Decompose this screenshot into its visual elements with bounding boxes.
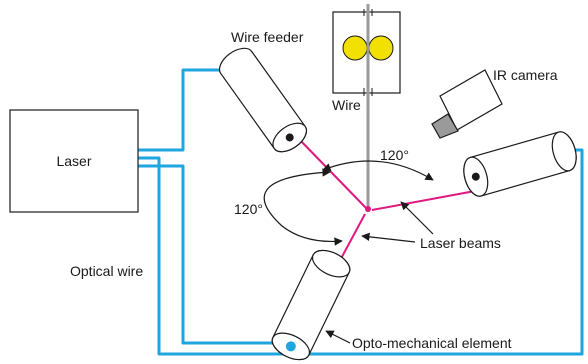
opto-head-right [463,131,577,197]
opto-head-top [218,47,308,153]
ir-camera-label: IR camera [493,67,558,83]
angle-arc-left [263,168,343,246]
fiber-to-right-head [138,148,584,356]
opto-mechanical-element-label: Opto-mechanical element [352,335,512,351]
laser-box [9,109,139,213]
ir-camera [431,69,503,139]
opto-head-bottom-fiber-port [285,341,296,352]
feeder-roller-right [368,35,394,61]
beam-from-top-head [297,137,367,209]
optical-fibers [138,68,584,356]
opto-head-bottom-top-face [311,249,351,278]
opto-head-right-end [551,131,577,172]
optical-wire-label: Optical wire [70,263,143,279]
opto-element-pointer [325,330,351,344]
beam-from-right-head [371,190,476,211]
angle-label-top: 120° [380,147,409,163]
wire-feeder-label: Wire feeder [231,29,304,45]
laser-label: Laser [56,153,91,169]
opto-head-bottom [271,249,351,361]
feeder-roller-left [342,35,368,61]
fiber-to-bottom-head [138,164,285,345]
focal-spot [365,206,371,212]
laser-beams-label: Laser beams [420,235,501,251]
opto-head-top-port [285,133,294,142]
angle-label-left: 120° [234,201,263,217]
wire-label: Wire [332,97,361,113]
fiber-to-top-head [138,68,230,152]
ir-camera-lens [431,113,459,139]
angle-arcs [263,160,434,246]
opto-head-right-port [471,172,480,181]
angle-arc-top [322,160,434,181]
laser-beams-pointer-lower [361,232,416,243]
laser-beams-pointer-upper [400,201,434,235]
